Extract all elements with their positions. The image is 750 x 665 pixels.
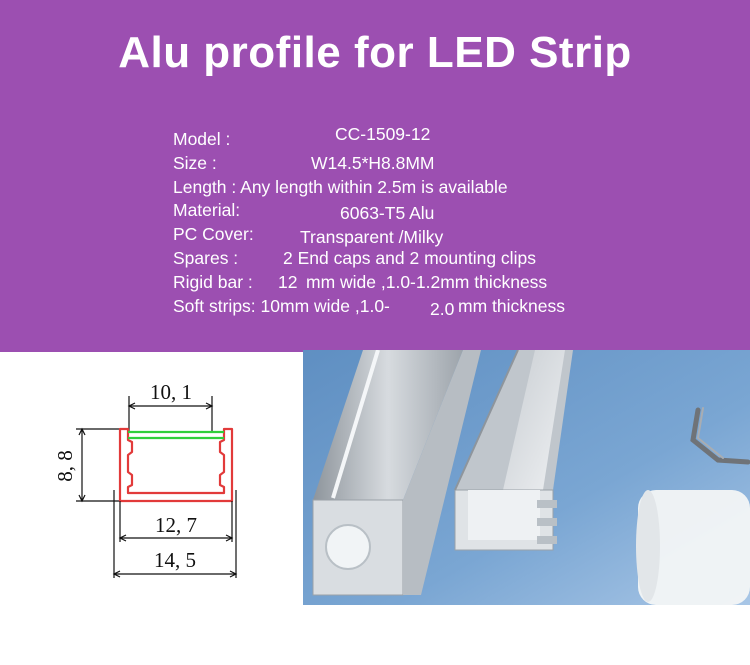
size-label: Size : xyxy=(173,153,217,173)
model-value: CC-1509-12 xyxy=(335,124,431,144)
profile-open-channel xyxy=(454,350,573,551)
mounting-clip xyxy=(690,407,750,465)
spec-list: Model : CC-1509-12 Size : W14.5*H8.8MM L… xyxy=(173,124,565,319)
outer-width-dimension xyxy=(112,490,238,578)
rigid-number: 12 xyxy=(278,272,298,292)
profile-drawing: 10, 1 8, 8 12, 7 14, 5 xyxy=(53,380,238,578)
soft-number: 2.0 xyxy=(430,299,455,319)
outer-width-label: 14, 5 xyxy=(154,548,196,572)
height-label: 8, 8 xyxy=(53,450,77,482)
page-title: Alu profile for LED Strip xyxy=(118,28,632,77)
soft-rest: mm thickness xyxy=(458,296,565,316)
model-label: Model : xyxy=(173,129,231,149)
inner-width-dimension xyxy=(118,501,234,542)
cover-label: PC Cover: xyxy=(173,224,254,244)
product-photo xyxy=(303,350,750,605)
header-banner xyxy=(0,0,750,352)
cover-value: Transparent /Milky xyxy=(300,227,444,247)
diffuser-cover xyxy=(128,430,224,440)
size-value: W14.5*H8.8MM xyxy=(311,153,435,173)
inner-width-label: 12, 7 xyxy=(155,513,197,537)
soft-label: Soft strips: 10mm wide ,1.0- xyxy=(173,296,390,316)
spares-label: Spares : xyxy=(173,248,239,268)
length-line: Length : Any length within 2.5m is avail… xyxy=(173,177,508,197)
height-dimension xyxy=(76,427,120,503)
rigid-rest: mm wide ,1.0-1.2mm thickness xyxy=(306,272,548,292)
material-label: Material: xyxy=(173,200,241,220)
end-cap xyxy=(636,490,750,605)
spares-value: 2 End caps and 2 mounting clips xyxy=(283,248,536,268)
profile-with-cover xyxy=(312,350,481,596)
material-value: 6063-T5 Alu xyxy=(340,203,435,223)
top-width-dimension xyxy=(127,396,214,432)
top-width-label: 10, 1 xyxy=(150,380,192,404)
rigid-label: Rigid bar : xyxy=(173,272,253,292)
profile-outline xyxy=(118,427,234,503)
